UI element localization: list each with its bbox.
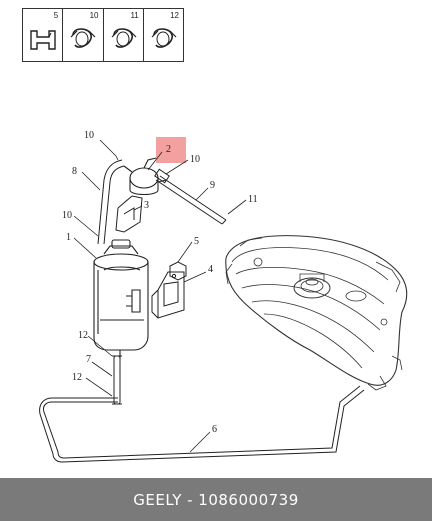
footer-bar: GEELY - 1086000739	[0, 478, 432, 521]
part-number-label: GEELY - 1086000739	[133, 490, 299, 509]
callout-12: 12	[78, 330, 88, 341]
legend-number: 10	[89, 11, 99, 20]
bracket-4	[151, 271, 185, 319]
tube-7	[112, 355, 122, 405]
legend-number: 5	[53, 11, 59, 20]
callout-10: 10	[62, 210, 72, 221]
legend-number: 12	[170, 11, 179, 20]
callout-8: 8	[72, 166, 77, 177]
callout-6: 6	[212, 424, 217, 435]
callout-12: 12	[72, 372, 82, 383]
callout-10: 10	[190, 154, 200, 165]
clip-5	[169, 261, 187, 281]
callout-9: 9	[210, 180, 215, 191]
legend-cell-11: 11	[104, 9, 144, 61]
hose-clamp-icon	[111, 28, 136, 48]
hose-clamp-icon	[151, 28, 177, 48]
legend-cell-5: 5	[23, 9, 64, 61]
evap-system-diagram: 10 2 10 8 9 3 11 10 1 5 4 12 7 12 6	[39, 130, 408, 463]
callout-3: 3	[144, 200, 149, 211]
callout-11: 11	[248, 194, 258, 205]
legend-cell-12: 12	[144, 9, 183, 61]
legend-cell-10: 10	[63, 9, 104, 61]
callout-5: 5	[194, 236, 199, 247]
purge-valve-2	[123, 157, 167, 196]
square-clip-icon	[30, 30, 56, 50]
charcoal-canister-1	[93, 239, 149, 358]
leader-lines	[73, 139, 247, 453]
callout-2: 2	[166, 144, 171, 155]
part-2-highlight	[156, 137, 186, 163]
callout-1: 1	[66, 232, 71, 243]
legend-number: 11	[130, 11, 139, 20]
callout-10: 10	[84, 130, 94, 141]
fuel-tank	[225, 235, 408, 391]
vent-line-6	[39, 385, 365, 463]
callout-7: 7	[86, 354, 91, 365]
hose-8	[97, 159, 125, 245]
clip-legend: 5 10 11 12	[22, 8, 184, 62]
bracket-3	[115, 195, 143, 233]
callout-4: 4	[208, 264, 213, 275]
hose-clamp-icon	[70, 28, 96, 48]
pipe-9	[154, 168, 227, 225]
